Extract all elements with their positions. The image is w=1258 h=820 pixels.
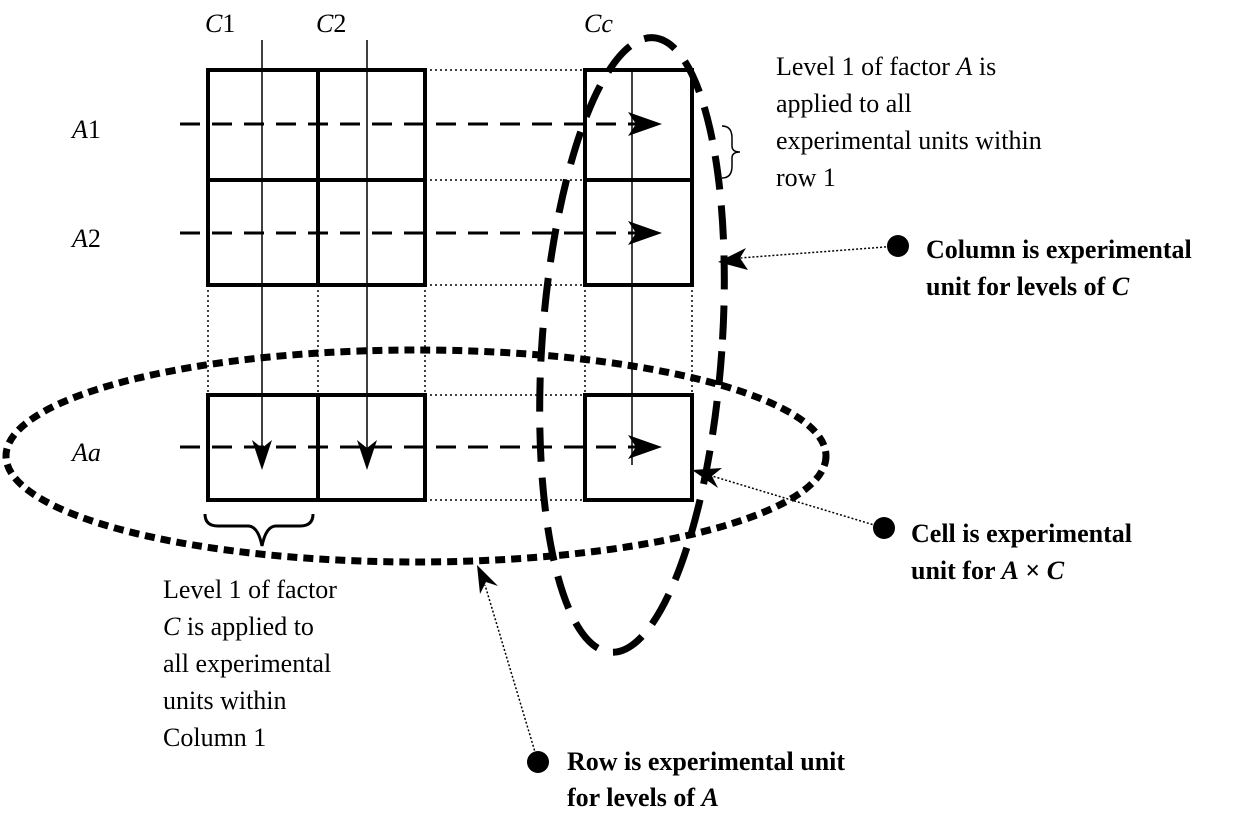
row-brace [721,125,741,179]
cell-aa-cc [583,393,694,502]
row-arrows [180,122,640,449]
row-experimental-unit-ellipse [2,346,830,566]
svg-text:Level 1 of factor: Level 1 of factor [163,575,337,604]
callout-leader-heads [477,248,748,594]
row-label-a2: A2 [70,224,101,253]
callout-leaders [484,245,899,763]
svg-text:unit for A × C: unit for A × C [911,556,1065,585]
svg-text:units within: units within [163,686,287,715]
column-callout: Column is experimental unit for levels o… [926,235,1192,301]
row-note: Level 1 of factor A is applied to all ex… [776,52,1042,192]
svg-text:Row is experimental unit: Row is experimental unit [567,747,845,776]
column-label-c2: C2 [316,9,346,38]
svg-text:Level 1 of factor A is: Level 1 of factor A is [776,52,996,81]
svg-text:all experimental: all experimental [163,649,331,678]
column-experimental-unit-ellipse [536,34,728,656]
column-label-cc: Cc [584,9,613,38]
column-arrowheads [252,440,377,470]
svg-text:applied to all: applied to all [776,89,912,118]
cell-callout: Cell is experimental unit for A × C [911,519,1132,585]
row-arrowheads [628,112,662,459]
svg-text:row 1: row 1 [776,163,836,192]
column-brace [203,513,315,547]
callout-dots [527,235,909,773]
svg-text:experimental units within: experimental units within [776,126,1042,155]
column-label-c1: C1 [205,9,235,38]
row-label-aa: Aa [70,438,101,467]
svg-text:unit for levels of C: unit for levels of C [926,272,1130,301]
svg-text:Column 1: Column 1 [163,723,266,752]
row-label-a1: A1 [70,115,101,144]
column-callout-dot [887,235,909,257]
svg-text:Cell is experimental: Cell is experimental [911,519,1132,548]
dotted-grid-lines [207,69,693,501]
row-callout-dot [527,751,549,773]
svg-text:Column is experimental: Column is experimental [926,235,1192,264]
row-callout: Row is experimental unit for levels of A [567,747,845,812]
column-arrows [261,40,633,465]
cell-a2-cc [583,178,694,287]
column-note: Level 1 of factor C is applied to all ex… [163,575,337,752]
svg-text:for levels of A: for levels of A [567,783,719,812]
svg-text:C is applied to: C is applied to [163,612,314,641]
cell-callout-dot [873,517,895,539]
